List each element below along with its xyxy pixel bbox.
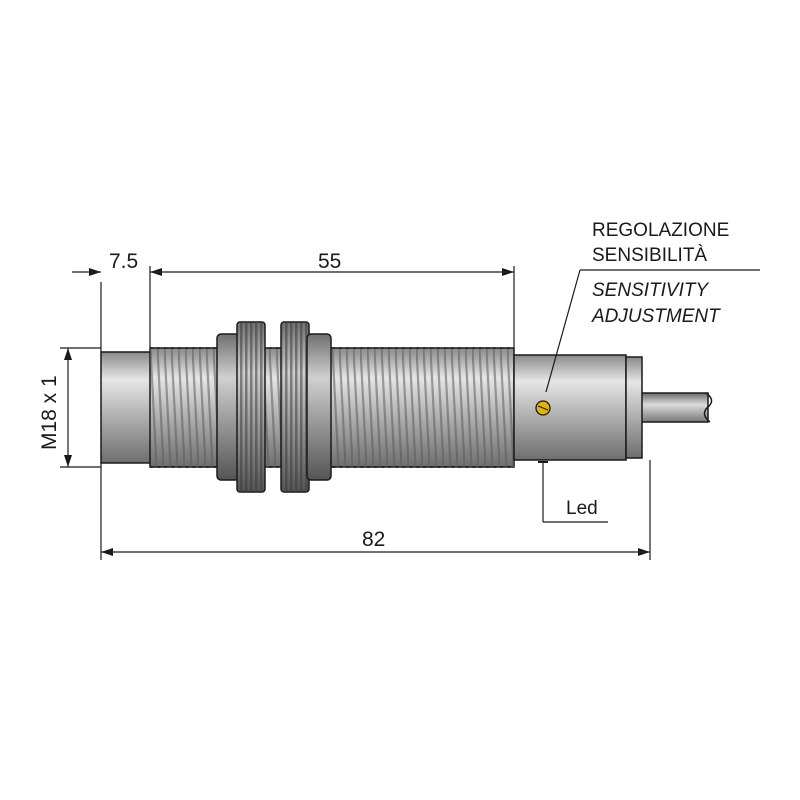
dimension-top [72,266,515,352]
label-adjust-en-1: SENSITIVITY [592,280,709,301]
cable [639,392,713,423]
threaded-barrel [149,347,515,468]
dim-front-length: 7.5 [109,250,138,273]
label-adjust-it-1: REGOLAZIONE [592,220,729,241]
rear-housing [513,354,627,461]
label-adjust-it-2: SENSIBILITÀ [592,245,707,266]
label-led: Led [566,498,598,519]
label-adjust-en-2: ADJUSTMENT [591,306,721,327]
dim-total-length: 82 [362,528,385,551]
dim-thread-spec: M18 x 1 [38,375,61,450]
leader-adjustment [545,269,760,393]
sensor-front-face [100,351,154,464]
adjustment-screw-icon [535,400,551,416]
nut-left [216,321,266,493]
leader-led [538,461,608,523]
rear-cap [625,356,643,459]
nut-right [280,321,332,493]
dimension-left [60,347,101,468]
dimension-bottom [100,460,651,560]
dim-thread-length: 55 [318,250,341,273]
